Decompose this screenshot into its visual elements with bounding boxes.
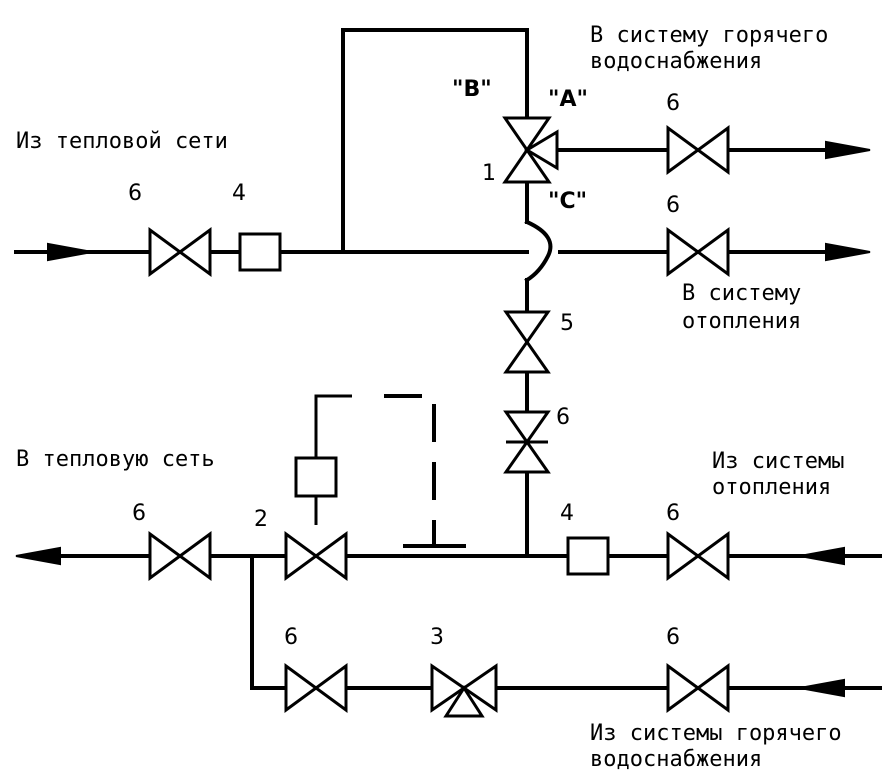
number-1: 1 <box>482 161 496 186</box>
valve-6-vertical <box>503 410 551 474</box>
bypass-loop-pipe <box>341 28 529 254</box>
label-from-heat-network: Из тепловой сети <box>16 129 228 154</box>
number-2: 2 <box>254 507 268 532</box>
check-valve-3 <box>430 663 498 718</box>
strainer-4-return <box>566 536 610 576</box>
valve-6-supply <box>148 227 212 277</box>
valve-5 <box>503 310 551 374</box>
label-from-heating-line1: Из системы <box>712 449 844 474</box>
label-from-hot-water-line1: Из системы горячего <box>590 721 842 746</box>
actuator-box <box>294 456 338 498</box>
valve-6-bottom-right <box>666 663 730 713</box>
arrow-hot-water-out <box>825 140 871 160</box>
crossover-arc <box>524 219 553 283</box>
control-valve-2 <box>284 531 348 581</box>
port-label-a: "A" <box>548 87 588 112</box>
number-6-vertical: 6 <box>556 405 570 430</box>
valve-6-hot-water-out <box>666 125 730 175</box>
number-6-supply: 6 <box>128 181 142 206</box>
port-label-c: "C" <box>548 189 587 214</box>
label-from-hot-water-line2: водоснабжения <box>590 747 762 772</box>
number-3: 3 <box>430 625 444 650</box>
impulse-dashed-line <box>384 394 436 546</box>
number-6-bottom-left: 6 <box>284 625 298 650</box>
valve-6-bottom-left <box>284 663 348 713</box>
arrow-heating-in <box>799 546 845 566</box>
arrow-supply-in <box>47 242 93 262</box>
valve-6-return-left <box>148 531 212 581</box>
label-to-heating-line2: отопления <box>682 309 801 334</box>
valve-6-heating-out <box>666 227 730 277</box>
label-to-heating-line1: В систему <box>682 281 801 306</box>
number-6-hot-water-out: 6 <box>666 91 680 116</box>
valve-6-return-right <box>666 531 730 581</box>
port-label-b: "B" <box>452 77 492 102</box>
number-6-return-right: 6 <box>666 501 680 526</box>
impulse-line <box>314 394 352 458</box>
number-4-supply: 4 <box>232 181 246 206</box>
label-to-heat-network: В тепловую сеть <box>16 447 215 472</box>
arrow-heating-out <box>825 242 871 262</box>
label-to-hot-water-line1: В систему горячего <box>590 23 828 48</box>
number-5: 5 <box>560 311 574 336</box>
number-6-return-left: 6 <box>132 501 146 526</box>
label-to-hot-water-line2: водоснабжения <box>590 49 762 74</box>
hot-water-return-pipe <box>250 554 812 690</box>
arrow-hot-water-in <box>799 678 845 698</box>
arrow-return-out <box>15 546 61 566</box>
number-6-bottom-right: 6 <box>666 625 680 650</box>
label-from-heating-line2: отопления <box>712 475 831 500</box>
number-4-return: 4 <box>560 501 574 526</box>
number-6-heating-out: 6 <box>666 193 680 218</box>
three-way-valve-1 <box>502 116 559 184</box>
strainer-4-supply <box>238 232 282 272</box>
